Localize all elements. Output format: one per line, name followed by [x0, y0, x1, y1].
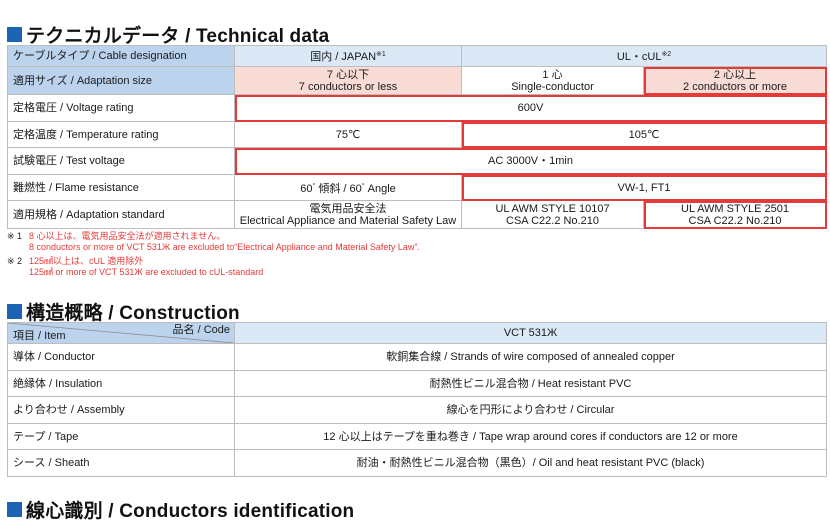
blue-square-icon: [7, 502, 22, 517]
product-header: VCT 531Ж: [234, 322, 827, 344]
table-row: 絶縁体 / Insulation 耐熱性ビニル混合物 / Heat resist…: [7, 370, 827, 397]
temperature-ul: 105℃: [460, 121, 828, 148]
test-voltage-value: AC 3000V・1min: [233, 147, 828, 175]
blue-square-icon: [7, 304, 22, 319]
construction-title-text: 構造概略 / Construction: [26, 303, 240, 324]
row-value: 軟銅集合線 / Strands of wire composed of anne…: [234, 343, 827, 371]
row-label: 導体 / Conductor: [7, 343, 235, 371]
table-row: 項目 / Item 品名 / Code VCT 531Ж: [7, 322, 827, 344]
item-code-header: 項目 / Item 品名 / Code: [7, 322, 235, 344]
row-label: シース / Sheath: [7, 449, 235, 477]
technical-data-title: テクニカルデータ / Technical data: [7, 21, 329, 48]
diagonal-line: [9, 323, 233, 343]
table-row: より合わせ / Assembly 線心を円形により合わせ / Circular: [7, 396, 827, 424]
construction-table: 項目 / Item 品名 / Code VCT 531Ж 導体 / Conduc…: [7, 322, 827, 477]
blue-square-icon: [7, 27, 22, 42]
footnotes: ※ 1 8 心以上は、電気用品安全法が適用されません。8 conductors …: [7, 231, 420, 278]
flame-japan: 60° 傾斜 / 60° Angle: [234, 174, 462, 201]
temperature-japan: 75℃: [234, 121, 462, 148]
row-label: 絶縁体 / Insulation: [7, 370, 235, 397]
row-value: 12 心以上はテープを重ね巻き / Tape wrap around cores…: [234, 423, 827, 450]
row-label: 適用規格 / Adaptation standard: [7, 200, 235, 229]
technical-data-title-text: テクニカルデータ / Technical data: [26, 26, 330, 47]
table-row: 難燃性 / Flame resistance 60° 傾斜 / 60° Angl…: [7, 174, 828, 201]
row-label: テープ / Tape: [7, 423, 235, 450]
construction-title: 構造概略 / Construction: [7, 298, 240, 325]
row-label: 定格温度 / Temperature rating: [7, 121, 235, 148]
footnote-1: ※ 1 8 心以上は、電気用品安全法が適用されません。8 conductors …: [7, 231, 420, 252]
identification-title-text: 線心識別 / Conductors identification: [26, 501, 355, 522]
row-label: より合わせ / Assembly: [7, 396, 235, 424]
row-value: 耐油・耐熱性ビニル混合物（黒色）/ Oil and heat resistant…: [234, 449, 827, 477]
row-value: 線心を円形により合わせ / Circular: [234, 396, 827, 424]
row-value: 耐熱性ビニル混合物 / Heat resistant PVC: [234, 370, 827, 397]
table-row: 導体 / Conductor 軟銅集合線 / Strands of wire c…: [7, 343, 827, 371]
row-label: 定格電圧 / Voltage rating: [7, 94, 235, 122]
japan-header: 国内 / JAPAN※1: [234, 45, 462, 67]
row-label: 試験電圧 / Test voltage: [7, 147, 235, 175]
table-row: 定格温度 / Temperature rating 75℃ 105℃: [7, 121, 828, 148]
ul-header: UL・cUL※2: [460, 45, 828, 67]
table-row: 試験電圧 / Test voltage AC 3000V・1min: [7, 147, 828, 175]
table-row: 定格電圧 / Voltage rating 600V: [7, 94, 828, 122]
voltage-value: 600V: [233, 94, 828, 122]
identification-title: 線心識別 / Conductors identification: [7, 496, 354, 523]
flame-ul: VW-1, FT1: [460, 174, 828, 201]
technical-data-table: ケーブルタイプ / Cable designation 国内 / JAPAN※1…: [7, 45, 828, 229]
row-label: 難燃性 / Flame resistance: [7, 174, 235, 201]
table-row: ケーブルタイプ / Cable designation 国内 / JAPAN※1…: [7, 45, 828, 67]
row-label: 適用サイズ / Adaptation size: [7, 66, 235, 95]
row-label: ケーブルタイプ / Cable designation: [7, 45, 235, 67]
table-row: テープ / Tape 12 心以上はテープを重ね巻き / Tape wrap a…: [7, 423, 827, 450]
table-row: シース / Sheath 耐油・耐熱性ビニル混合物（黒色）/ Oil and h…: [7, 449, 827, 477]
